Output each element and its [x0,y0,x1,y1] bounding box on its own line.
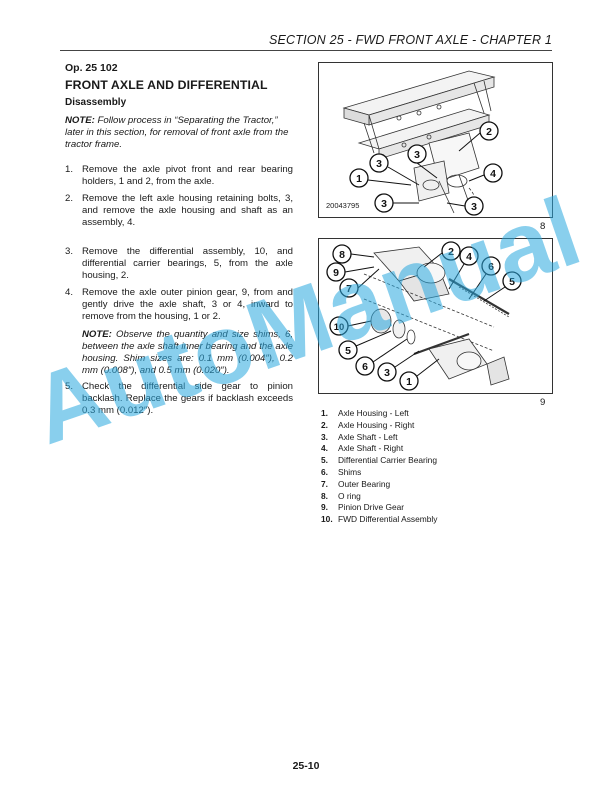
section-header: SECTION 25 - FWD FRONT AXLE - CHAPTER 1 [268,33,552,47]
callout-4: 4 [490,168,496,180]
legend-label: O ring [338,490,361,501]
legend-item: 9. Pinion Drive Gear [321,502,437,514]
step-number: 1. [65,164,74,175]
page-title: FRONT AXLE AND DIFFERENTIAL [65,78,268,92]
legend-label: Differential Carrier Bearing [338,455,437,466]
legend-item: 5. Differential Carrier Bearing [321,455,437,467]
legend-item: 7. Outer Bearing [321,479,437,491]
step-number: 4. [65,287,74,298]
figure-number: 9 [540,397,546,408]
callout-1: 1 [356,173,362,185]
legend-item: 2. Axle Housing - Right [321,420,437,432]
figure-differential-exploded: 8 9 7 2 4 6 5 10 5 6 3 1 [318,238,553,394]
note-label: NOTE: [82,329,112,340]
legend-label: Axle Shaft - Left [338,431,398,442]
legend-number: 4. [321,443,328,454]
callout-9: 9 [333,267,339,279]
differential-exploded-illustration: 8 9 7 2 4 6 5 10 5 6 3 1 [326,241,522,391]
left-column: Op. 25 102 FRONT AXLE AND DIFFERENTIAL D… [65,62,293,422]
header-rule [60,50,552,51]
callout-3: 3 [471,201,477,213]
step-text: Remove the axle pivot front and rear bea… [82,164,293,187]
step-number: 2. [65,193,74,204]
steps-list-continued: 3. Remove the differential assembly, 10, … [65,246,293,323]
step-1: 1. Remove the axle pivot front and rear b… [65,164,293,188]
legend-item: 6. Shims [321,467,437,479]
legend-number: 2. [321,419,328,430]
note-text: Follow process in “Separating the Tracto… [65,115,289,150]
legend-label: Axle Housing - Right [338,419,415,430]
step-number: 3. [65,246,74,257]
steps-list-final: 5. Check the differential side gear to pi… [65,381,293,417]
legend-number: 3. [321,431,328,442]
legend-item: 4. Axle Shaft - Right [321,443,437,455]
step-5: 5. Check the differential side gear to pi… [65,381,293,417]
legend-label: Axle Housing - Left [338,408,409,418]
op-number: Op. 25 102 [65,62,118,74]
step-text: Remove the axle outer pinion gear, 9, fr… [82,287,293,322]
callout-6: 6 [488,261,494,273]
parts-legend: 1. Axle Housing - Left 2. Axle Housing - R… [321,408,437,526]
step-text: Remove the differential assembly, 10, an… [82,246,293,281]
note-text: Observe the quantity and size shims, 6, … [82,329,293,376]
legend-label: FWD Differential Assembly [338,514,438,525]
legend-number: 6. [321,466,328,477]
callout-5: 5 [345,345,351,357]
note-shims: NOTE: Observe the quantity and size shim… [65,329,293,377]
legend-number: 7. [321,478,328,489]
legend-number: 10. [321,514,333,525]
note-separating: NOTE: Follow process in “Separating the … [65,115,293,151]
callout-2: 2 [486,126,492,138]
callout-3: 3 [414,149,420,161]
legend-item: 1. Axle Housing - Left [321,408,437,420]
subtitle: Disassembly [65,97,127,108]
callout-6: 6 [362,361,368,373]
legend-item: 3. Axle Shaft - Left [321,432,437,444]
legend-item: 8. O ring [321,491,437,503]
callout-1: 1 [406,376,412,388]
step-text: Remove the left axle housing retaining b… [82,193,293,228]
step-text: Check the differential side gear to pini… [82,381,293,416]
legend-item: 10. FWD Differential Assembly [321,514,437,526]
callout-3: 3 [381,198,387,210]
callout-5: 5 [509,276,515,288]
legend-number: 5. [321,455,328,466]
legend-number: 8. [321,490,328,501]
callout-3: 3 [376,158,382,170]
page-number: 25-10 [292,760,320,772]
legend-label: Pinion Drive Gear [338,502,405,513]
callout-3: 3 [384,367,390,379]
step-3: 3. Remove the differential assembly, 10, … [65,246,293,282]
legend-label: Outer Bearing [338,478,391,489]
step-4: 4. Remove the axle outer pinion gear, 9, … [65,287,293,323]
callout-8: 8 [339,249,345,261]
legend-number: 1. [321,408,328,418]
figure-code: 20043795 [326,201,360,210]
figure-axle-frame: 2 3 3 4 3 3 1 20043795 [318,62,553,218]
note-label: NOTE: [65,115,95,126]
step-number: 5. [65,381,74,392]
legend-label: Shims [338,466,362,477]
step-2: 2. Remove the left axle housing retaining… [65,193,293,229]
axle-frame-illustration: 2 3 3 4 3 3 1 [342,70,503,216]
callout-2: 2 [448,246,454,258]
legend-number: 9. [321,502,328,513]
callout-10: 10 [334,322,345,333]
figure-number: 8 [540,221,546,232]
callout-7: 7 [346,283,352,295]
legend-label: Axle Shaft - Right [338,443,404,454]
callout-4: 4 [466,251,472,263]
steps-list: 1. Remove the axle pivot front and rear b… [65,164,293,229]
